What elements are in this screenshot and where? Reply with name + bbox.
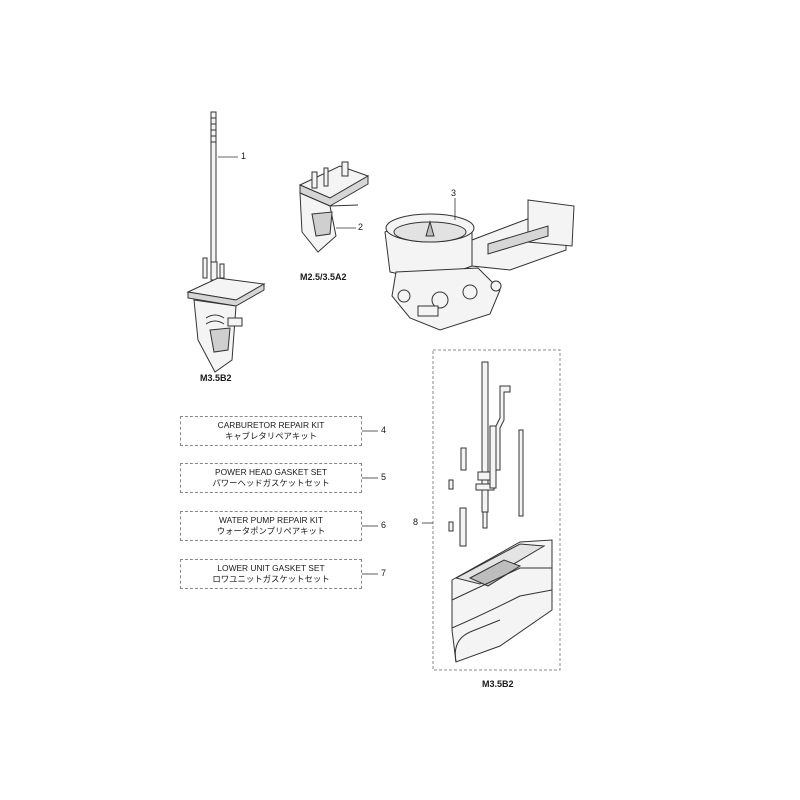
kit-name-en: POWER HEAD GASKET SET <box>215 467 327 477</box>
part-2-lower-casing <box>298 161 370 253</box>
callout-7: 7 <box>381 568 387 578</box>
callout-6: 6 <box>381 520 387 530</box>
callout-5: 5 <box>381 472 387 482</box>
kit-name-ja: ウォータポンプリペアキット <box>216 526 326 536</box>
part-8-model-caption: M3.5B2 <box>482 679 514 689</box>
part-1-drive-shaft-assembly <box>186 111 266 373</box>
callout-1: 1 <box>241 151 247 161</box>
kit-name-en: LOWER UNIT GASKET SET <box>217 563 325 573</box>
kit-box-power-head-gasket: POWER HEAD GASKET SET パワーヘッドガスケットセット <box>180 463 362 493</box>
kit-name-en: WATER PUMP REPAIR KIT <box>219 515 323 525</box>
kit-name-en: CARBURETOR REPAIR KIT <box>217 420 325 430</box>
kit-box-carburetor-repair: CARBURETOR REPAIR KIT キャブレタリペアキット <box>180 416 362 446</box>
kit-box-water-pump-repair: WATER PUMP REPAIR KIT ウォータポンプリペアキット <box>180 511 362 541</box>
part-8-group-frame <box>432 349 561 671</box>
callout-4: 4 <box>381 425 387 435</box>
callout-2: 2 <box>358 222 364 232</box>
leader-lines <box>218 156 456 575</box>
kit-name-ja: キャブレタリペアキット <box>224 431 318 441</box>
kit-name-ja: パワーヘッドガスケットセット <box>212 478 330 488</box>
part-1-model-caption: M3.5B2 <box>200 373 232 383</box>
callout-8: 8 <box>413 517 419 527</box>
part-8-components <box>448 361 553 663</box>
kit-box-lower-unit-gasket: LOWER UNIT GASKET SET ロワユニットガスケットセット <box>180 559 362 589</box>
callout-3: 3 <box>451 188 457 198</box>
part-3-power-head-assembly <box>384 199 575 331</box>
kit-name-ja: ロワユニットガスケットセット <box>212 574 330 584</box>
part-2-model-caption: M2.5/3.5A2 <box>300 272 347 282</box>
